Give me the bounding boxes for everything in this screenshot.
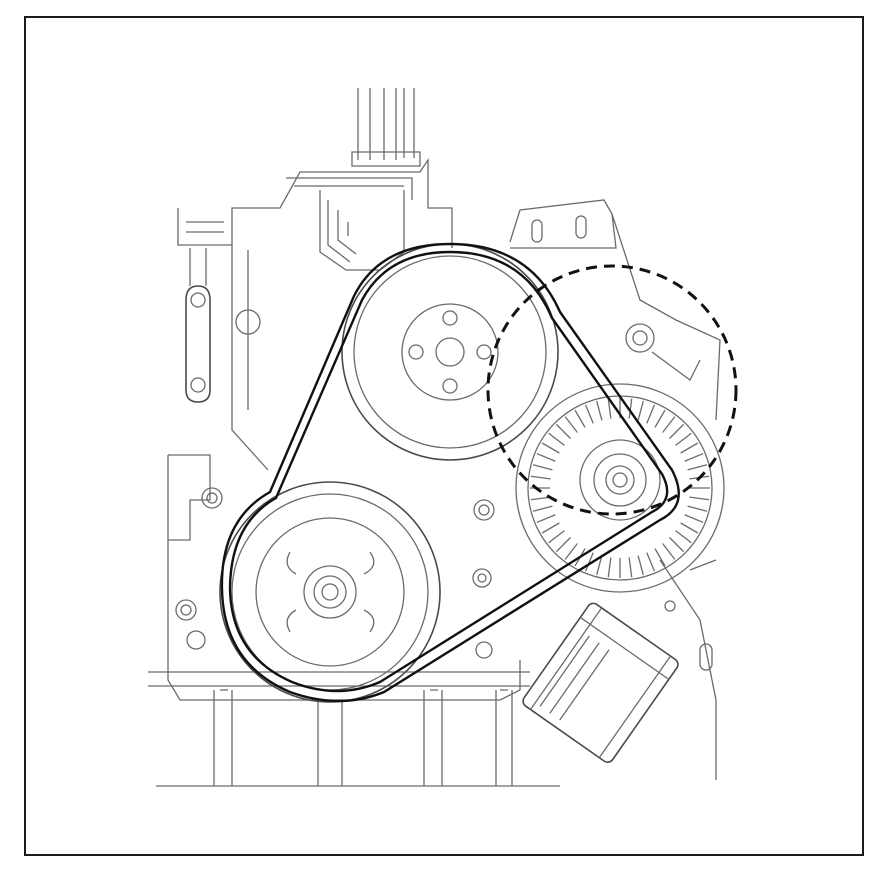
top-pipes xyxy=(351,88,421,167)
cooling-fin xyxy=(684,452,704,462)
cooling-fin xyxy=(680,442,699,454)
cooling-fin xyxy=(628,557,633,578)
cooling-fin xyxy=(564,416,578,433)
cooling-fin xyxy=(637,555,644,576)
cooling-fin xyxy=(596,555,603,576)
cooling-fin xyxy=(669,537,685,553)
cooling-fin xyxy=(530,496,551,501)
cooling-fin xyxy=(584,552,594,572)
cooling-fin xyxy=(654,548,666,567)
cooling-fin xyxy=(574,409,586,428)
cooling-fin xyxy=(680,522,699,534)
cooling-fin xyxy=(669,423,685,439)
alternator xyxy=(515,383,725,780)
oil-pan xyxy=(156,689,560,787)
tensioner-arm xyxy=(185,248,211,403)
cooling-fin xyxy=(675,432,692,446)
cooling-fin xyxy=(628,398,633,419)
cooling-fin xyxy=(555,537,571,553)
cooling-fin xyxy=(530,475,551,480)
cooling-fin xyxy=(607,557,612,578)
cooling-fin xyxy=(532,505,553,512)
water-pump-pulley xyxy=(341,243,559,461)
cooling-fin xyxy=(548,432,565,446)
cooling-fin xyxy=(596,400,603,421)
cooling-fin xyxy=(532,464,553,471)
alternator-bracket xyxy=(509,199,721,421)
cooling-fin xyxy=(541,442,560,454)
cooling-fin xyxy=(687,505,708,512)
highlight-circle xyxy=(486,264,738,516)
oil-filter xyxy=(522,602,679,763)
cooling-fin xyxy=(584,404,594,424)
cooling-fin xyxy=(564,543,578,560)
cooling-fin xyxy=(654,409,666,428)
cooling-fin xyxy=(536,452,556,462)
cooling-fin xyxy=(684,514,704,524)
cooling-fin xyxy=(646,552,656,572)
cooling-fin xyxy=(662,416,676,433)
mounting-bolts xyxy=(175,309,495,659)
cooling-fin xyxy=(548,530,565,544)
cooling-fin xyxy=(689,496,710,501)
cooling-fin xyxy=(541,522,560,534)
cooling-fin xyxy=(646,404,656,424)
drive-belt xyxy=(220,242,680,703)
cooling-fin xyxy=(637,400,644,421)
cooling-fin xyxy=(536,514,556,524)
cooling-fin xyxy=(687,464,708,471)
figure-frame xyxy=(24,16,864,856)
cooling-fin xyxy=(607,398,612,419)
cooling-fin xyxy=(555,423,571,439)
cooling-fin xyxy=(675,530,692,544)
engine-block xyxy=(148,157,530,701)
cooling-fin xyxy=(662,543,676,560)
